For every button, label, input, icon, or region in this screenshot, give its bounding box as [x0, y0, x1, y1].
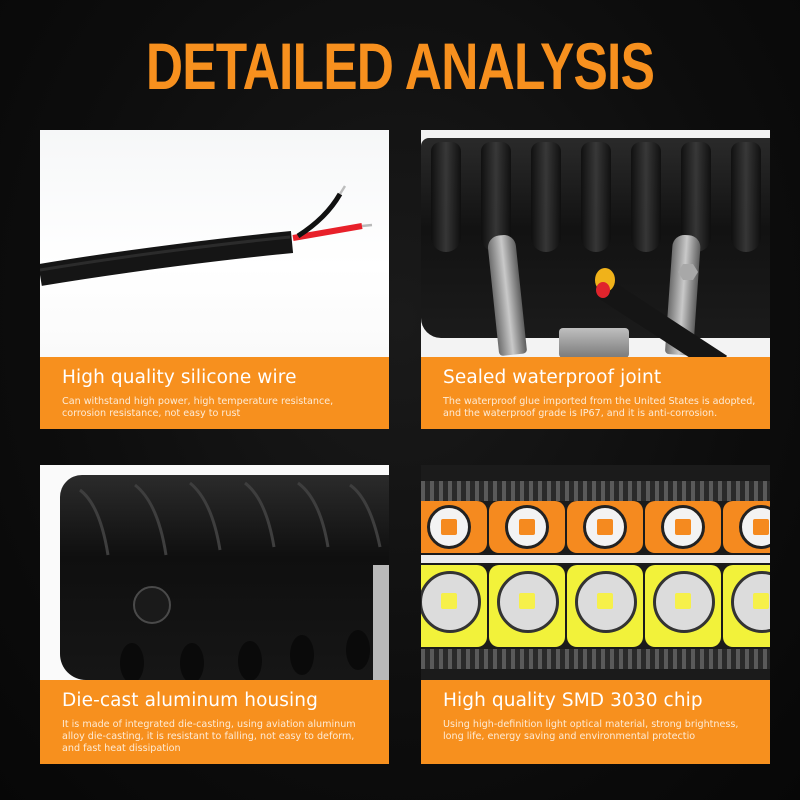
description-line: long life, energy saving and environment…	[443, 731, 696, 742]
description-line: It is made of integrated die-casting, us…	[62, 719, 356, 730]
caption-smd-chip: High quality SMD 3030 chip Using high-de…	[421, 680, 770, 764]
feature-description: It is made of integrated die-casting, us…	[62, 719, 389, 755]
feature-title: Sealed waterproof joint	[443, 367, 662, 388]
description-line: alloy die-casting, it is resistant to fa…	[62, 731, 355, 742]
waterproof-joint-photo	[421, 130, 770, 357]
smd-chip-photo	[421, 465, 770, 680]
description-line: The waterproof glue imported from the Un…	[443, 396, 756, 407]
caption-aluminum-housing: Die-cast aluminum housing It is made of …	[40, 680, 389, 764]
housing-body	[60, 475, 389, 680]
description-line: corrosion resistance, not easy to rust	[62, 408, 241, 419]
caption-waterproof-joint: Sealed waterproof joint The waterproof g…	[421, 357, 770, 429]
white-led-row	[421, 565, 770, 647]
feature-title: High quality silicone wire	[62, 367, 297, 388]
housing-fins	[79, 481, 389, 680]
feature-title: Die-cast aluminum housing	[62, 690, 318, 711]
bracket-bolt	[559, 328, 629, 357]
bracket-edge	[373, 565, 389, 680]
feature-description: Can withstand high power, high temperatu…	[62, 396, 389, 420]
cable-illustration	[40, 185, 373, 286]
hex-nut	[678, 264, 698, 280]
feature-panel-silicone-wire: High quality silicone wire Can withstand…	[40, 130, 389, 429]
aluminum-housing-photo	[40, 465, 389, 680]
feature-description: Using high-definition light optical mate…	[443, 719, 770, 743]
vent-row-bottom	[421, 649, 770, 669]
amber-led-row	[421, 501, 770, 553]
caption-silicone-wire: High quality silicone wire Can withstand…	[40, 357, 389, 429]
description-line: and the waterproof grade is IP67, and it…	[443, 408, 718, 419]
vent-row-top	[421, 481, 770, 501]
description-line: Can withstand high power, high temperatu…	[62, 396, 334, 407]
feature-description: The waterproof glue imported from the Un…	[443, 396, 770, 420]
silicone-wire-photo	[40, 130, 389, 357]
feature-panel-aluminum-housing: Die-cast aluminum housing It is made of …	[40, 465, 389, 764]
feature-title: High quality SMD 3030 chip	[443, 690, 703, 711]
led-divider	[421, 555, 770, 563]
description-line: Using high-definition light optical mate…	[443, 719, 739, 730]
heatsink-body	[421, 138, 770, 338]
page-headline: DETAILED ANALYSIS	[145, 29, 655, 103]
sealed-cable	[595, 264, 728, 357]
feature-panel-smd-chip: High quality SMD 3030 chip Using high-de…	[421, 465, 770, 764]
description-line: and fast heat dissipation	[62, 743, 181, 754]
feature-panel-waterproof-joint: Sealed waterproof joint The waterproof g…	[421, 130, 770, 429]
